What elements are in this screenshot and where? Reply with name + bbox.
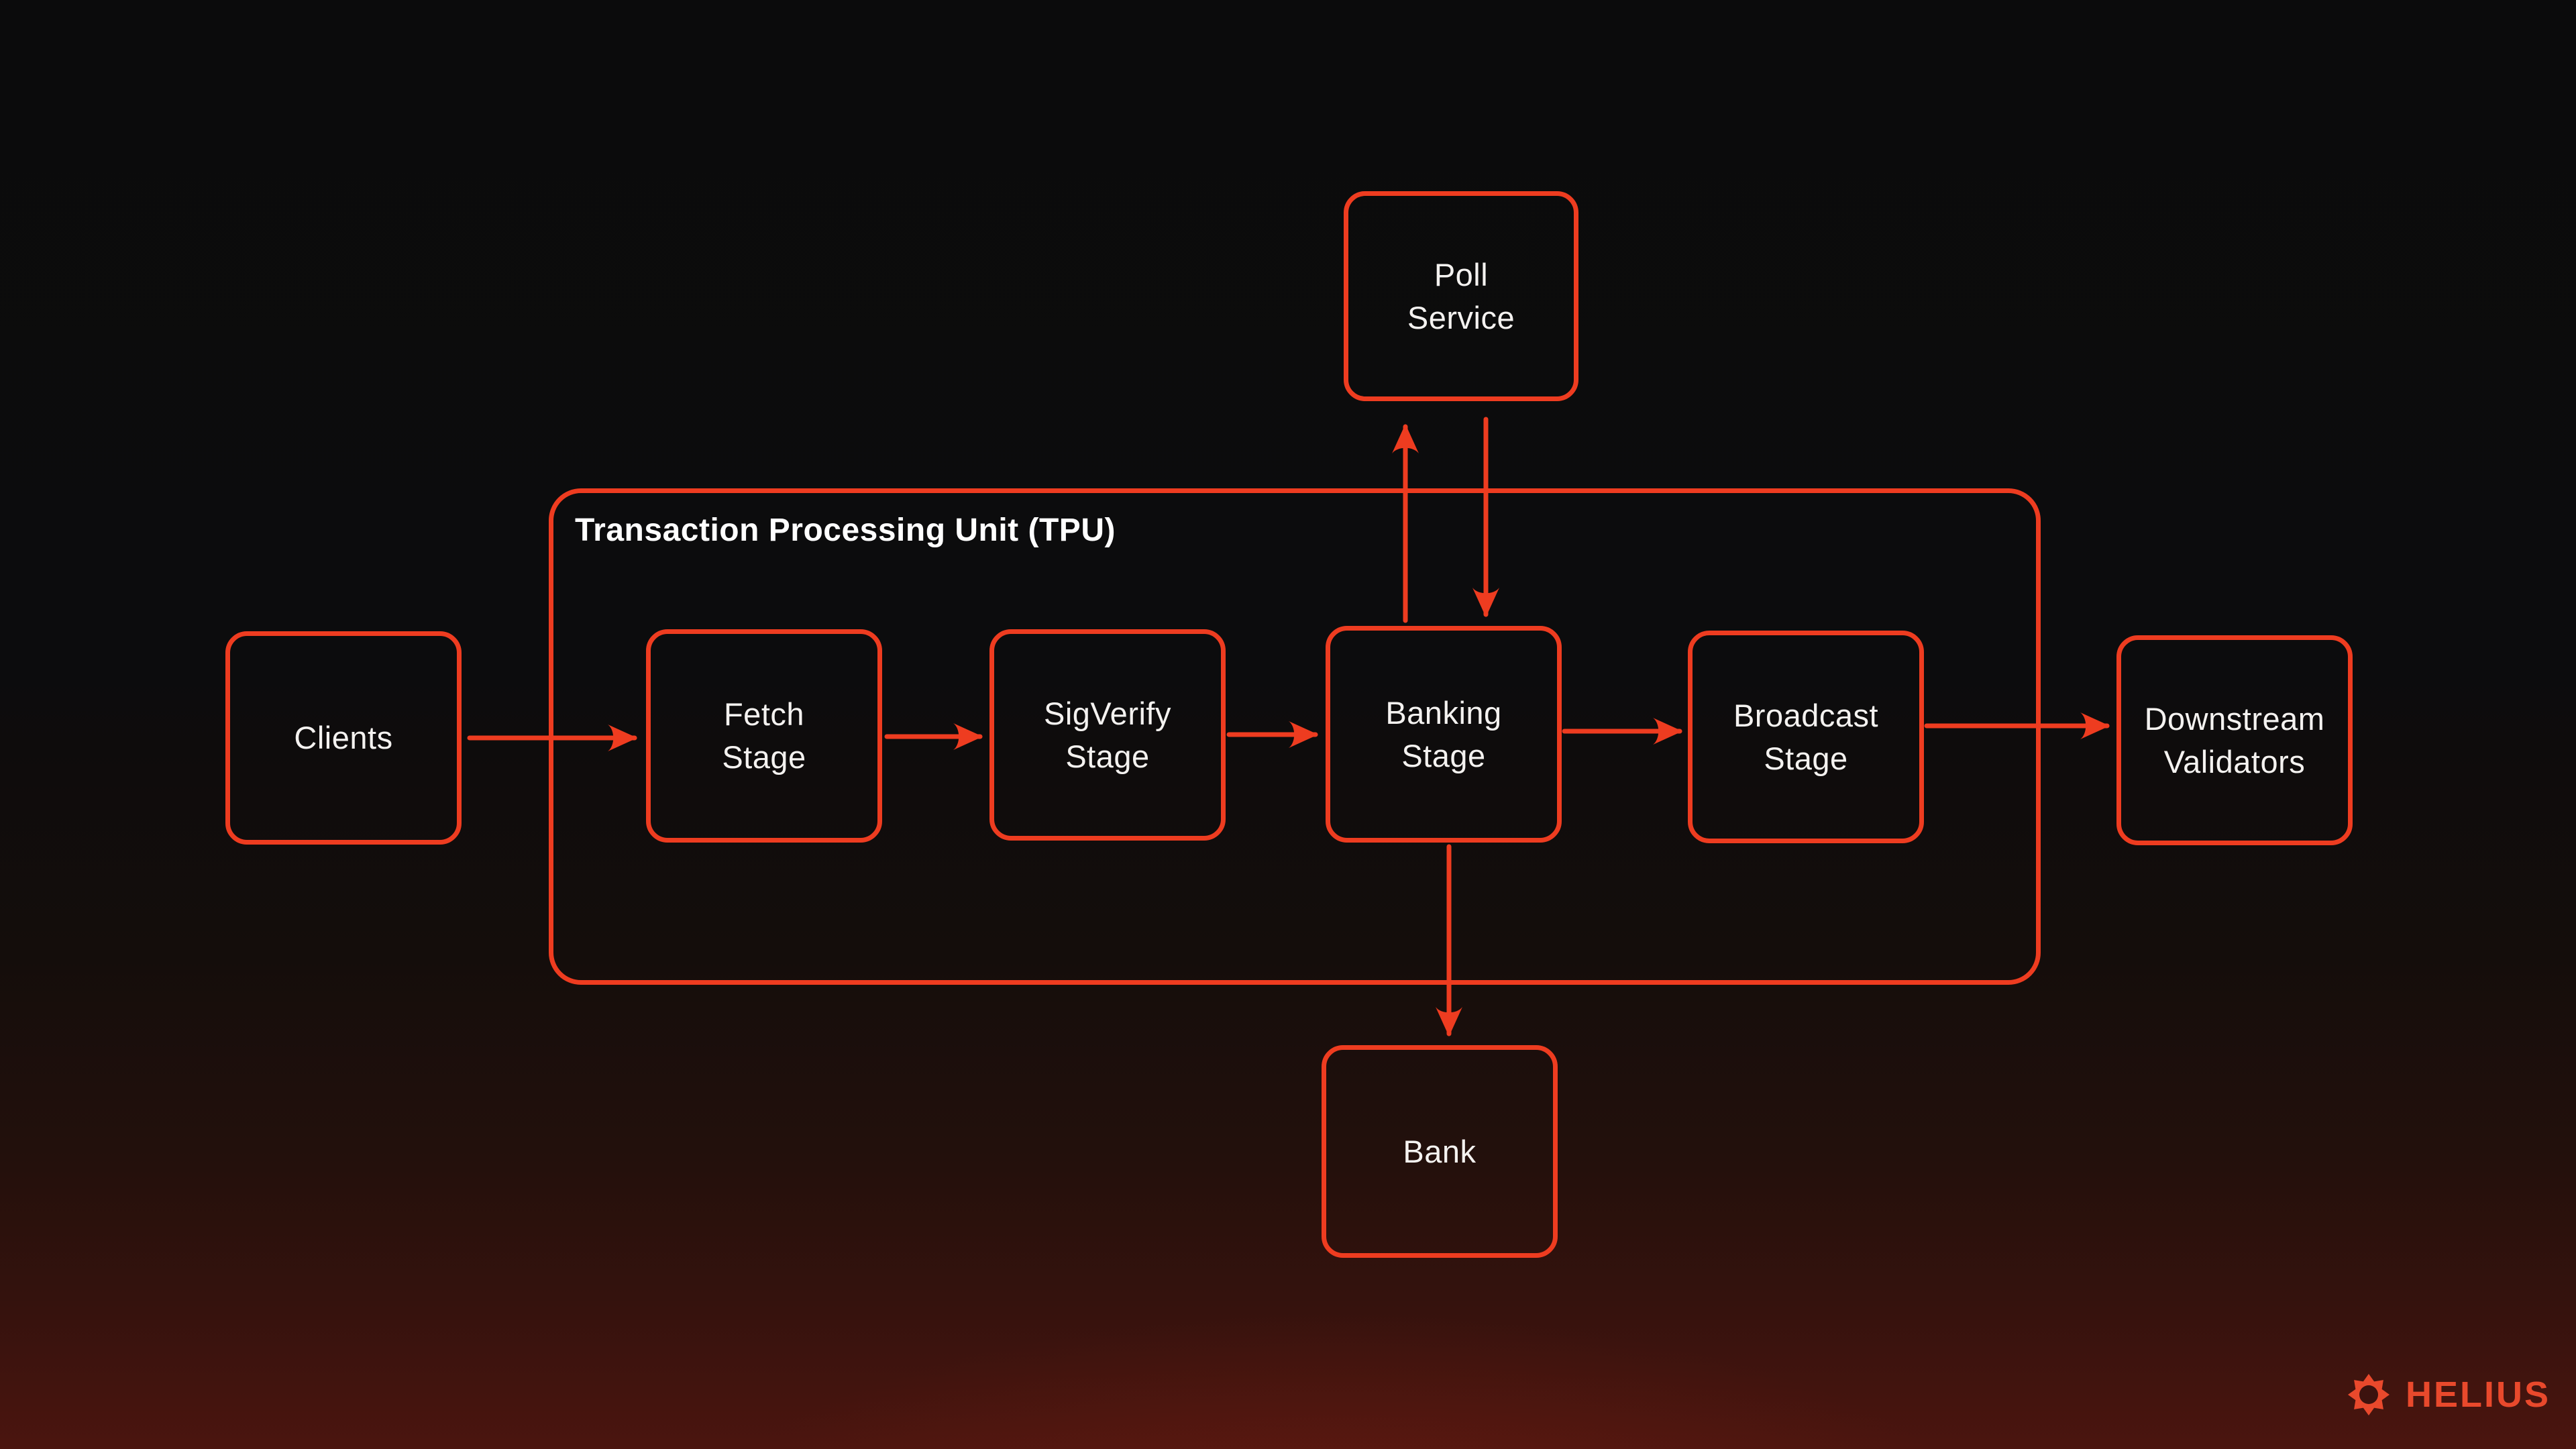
tpu-container-label: Transaction Processing Unit (TPU) — [575, 513, 1116, 548]
node-clients-label: Clients — [294, 720, 393, 755]
node-banking-stage-line2: Stage — [1401, 737, 1486, 773]
node-poll-service: Poll Service — [1344, 191, 1578, 401]
node-bank-label: Bank — [1403, 1133, 1477, 1169]
helius-logo: HELIUS — [2347, 1373, 2551, 1417]
node-sigverify-stage: SigVerify Stage — [989, 629, 1226, 841]
node-sigverify-stage-line1: SigVerify — [1044, 695, 1171, 731]
node-broadcast-stage-line2: Stage — [1764, 740, 1848, 776]
node-downstream-validators-line1: Downstream — [2144, 700, 2325, 737]
node-clients: Clients — [225, 631, 462, 845]
node-fetch-stage-line1: Fetch — [723, 696, 805, 732]
node-fetch-stage: Fetch Stage — [646, 629, 882, 843]
helius-sun-icon — [2348, 1374, 2390, 1415]
node-poll-service-line2: Service — [1407, 299, 1515, 335]
node-sigverify-stage-line2: Stage — [1065, 738, 1150, 774]
node-downstream-validators-line2: Validators — [2163, 743, 2306, 780]
node-banking-stage: Banking Stage — [1326, 626, 1562, 843]
node-downstream-validators: Downstream Validators — [2116, 635, 2353, 845]
brand-wordmark: HELIUS — [2406, 1375, 2551, 1415]
node-banking-stage-line1: Banking — [1385, 694, 1502, 731]
tpu-container: Transaction Processing Unit (TPU) — [549, 488, 2041, 985]
node-bank: Bank — [1322, 1045, 1558, 1258]
node-broadcast-stage-line1: Broadcast — [1733, 697, 1879, 733]
node-fetch-stage-line2: Stage — [722, 739, 806, 775]
node-poll-service-line1: Poll — [1434, 256, 1489, 292]
node-broadcast-stage: Broadcast Stage — [1688, 631, 1924, 843]
